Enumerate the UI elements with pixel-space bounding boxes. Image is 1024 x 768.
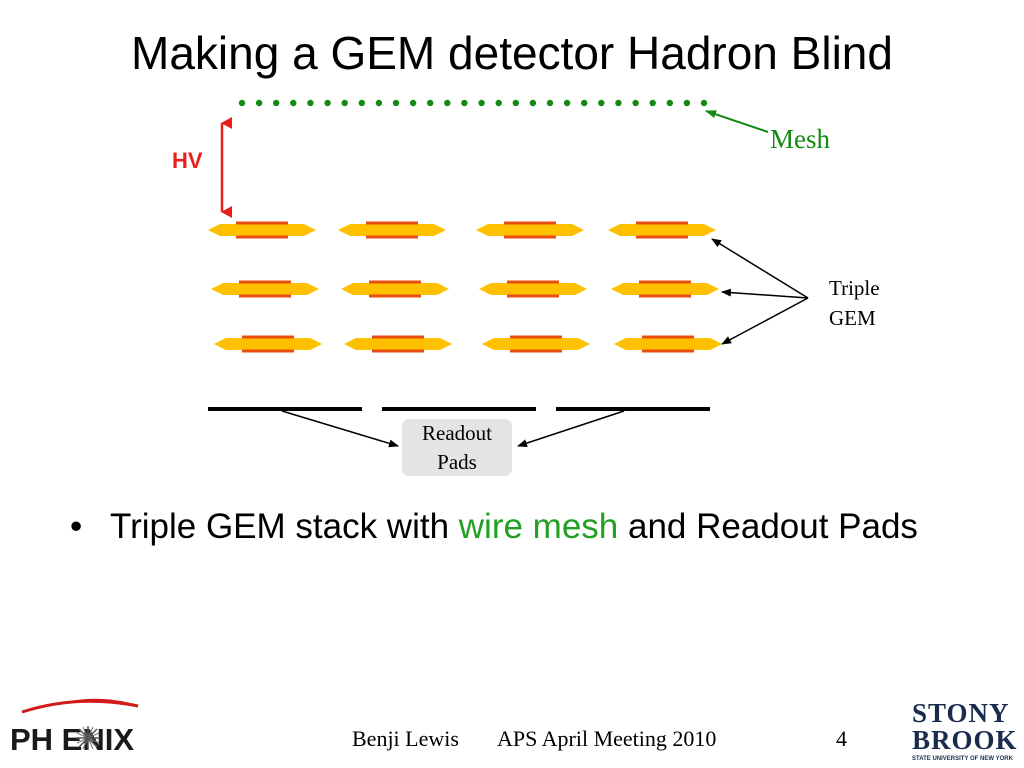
hv-label: HV <box>172 148 203 173</box>
gem-foil <box>482 335 590 353</box>
gem-foil <box>476 221 584 239</box>
gem-foil-body <box>611 283 719 295</box>
gem-foil-body <box>608 224 716 236</box>
mesh-wire-dot <box>461 99 468 107</box>
gem-arrow-middle <box>721 288 809 299</box>
pads-label-line2: Pads <box>437 450 477 474</box>
footer-author: Benji Lewis <box>352 726 459 751</box>
phenix-logo-graphic: PH ENIX <box>10 698 139 757</box>
gem-foil-body <box>614 338 722 350</box>
gem-foil <box>214 335 322 353</box>
stony-brook-line1: STONY <box>912 698 1010 728</box>
mesh-wire-dot <box>427 99 434 107</box>
footer-meeting: APS April Meeting 2010 <box>497 726 717 751</box>
gem-foil <box>208 221 316 239</box>
gem-foil-body <box>211 283 319 295</box>
footer-page-number: 4 <box>836 726 847 751</box>
mesh-wire-dot <box>392 99 400 107</box>
gem-foil-body <box>476 224 584 236</box>
bullet-text-before: Triple GEM stack with <box>110 507 459 546</box>
gem-foil-body <box>479 283 587 295</box>
phenix-logo-text: PH ENIX <box>10 722 134 757</box>
slide-title: Making a GEM detector Hadron Blind <box>131 27 893 79</box>
mesh-wire-dot <box>375 99 383 107</box>
gem-foil <box>344 335 452 353</box>
pads-arrow-right <box>517 410 625 447</box>
pads-label-box <box>402 419 512 476</box>
gem-foil <box>479 280 587 298</box>
mesh-wire-dot <box>632 99 639 107</box>
mesh-wire-dot <box>683 99 691 107</box>
gem-foil-body <box>338 224 446 236</box>
mesh-wire-dot <box>444 99 451 107</box>
pads-arrow-left <box>281 410 399 448</box>
gem-arrow-top <box>711 238 809 299</box>
mesh-wire-dot <box>273 99 280 107</box>
pads-label-line1: Readout <box>422 421 492 445</box>
gem-foil <box>614 335 722 353</box>
mesh-wires <box>238 99 708 107</box>
gem-foil <box>611 280 719 298</box>
mesh-wire-dot <box>324 99 331 107</box>
mesh-arrow <box>705 110 769 133</box>
gem-foil <box>338 221 446 239</box>
gem-foil <box>608 221 716 239</box>
mesh-wire-dot <box>307 99 314 107</box>
mesh-wire-dot <box>290 99 297 107</box>
mesh-wire-dot <box>700 99 708 107</box>
gem-foil <box>341 280 449 298</box>
mesh-wire-dot <box>341 99 348 107</box>
gem-foil-body <box>344 338 452 350</box>
phenix-logo: PH ENIX <box>8 694 198 765</box>
phenix-star-icon <box>76 726 100 750</box>
stony-brook-line2: BROOK <box>912 725 1018 755</box>
bullet-highlight: wire mesh <box>458 507 619 546</box>
bullet-point: • Triple GEM stack with wire mesh and Re… <box>70 504 970 550</box>
bullet-dot: • <box>70 507 83 546</box>
stony-brook-logo: STONY BROOK STATE UNIVERSITY OF NEW YORK <box>912 698 1018 763</box>
mesh-wire-dot <box>238 99 246 107</box>
mesh-wire-dot <box>478 99 485 107</box>
mesh-wire-dot <box>598 99 605 107</box>
gem-foil <box>211 280 319 298</box>
mesh-wire-dot <box>358 99 365 107</box>
bullet-text-after: and Readout Pads <box>618 507 918 546</box>
stony-brook-subtitle: STATE UNIVERSITY OF NEW YORK <box>912 756 1013 762</box>
mesh-wire-dot <box>512 99 519 107</box>
gem-foil-body <box>214 338 322 350</box>
mesh-wire-dot <box>581 99 588 107</box>
mesh-wire-dot <box>409 99 417 107</box>
gem-arrow-bottom <box>721 297 809 345</box>
triple-gem-stack <box>208 221 722 353</box>
mesh-wire-dot <box>495 99 502 107</box>
gem-foil-body <box>341 283 449 295</box>
mesh-wire-dot <box>666 99 673 107</box>
mesh-wire-dot <box>255 99 263 107</box>
mesh-wire-dot <box>615 99 622 107</box>
mesh-wire-dot <box>546 99 554 107</box>
gem-label-line2: GEM <box>829 306 876 330</box>
bullet-text: Triple GEM stack with wire mesh and Read… <box>110 504 970 550</box>
mesh-wire-dot <box>563 99 571 107</box>
mesh-label: Mesh <box>770 124 830 154</box>
gem-foil-body <box>208 224 316 236</box>
mesh-wire-dot <box>649 99 656 107</box>
mesh-wire-dot <box>529 99 537 107</box>
gem-foil-body <box>482 338 590 350</box>
gem-label-line1: Triple <box>829 276 880 300</box>
